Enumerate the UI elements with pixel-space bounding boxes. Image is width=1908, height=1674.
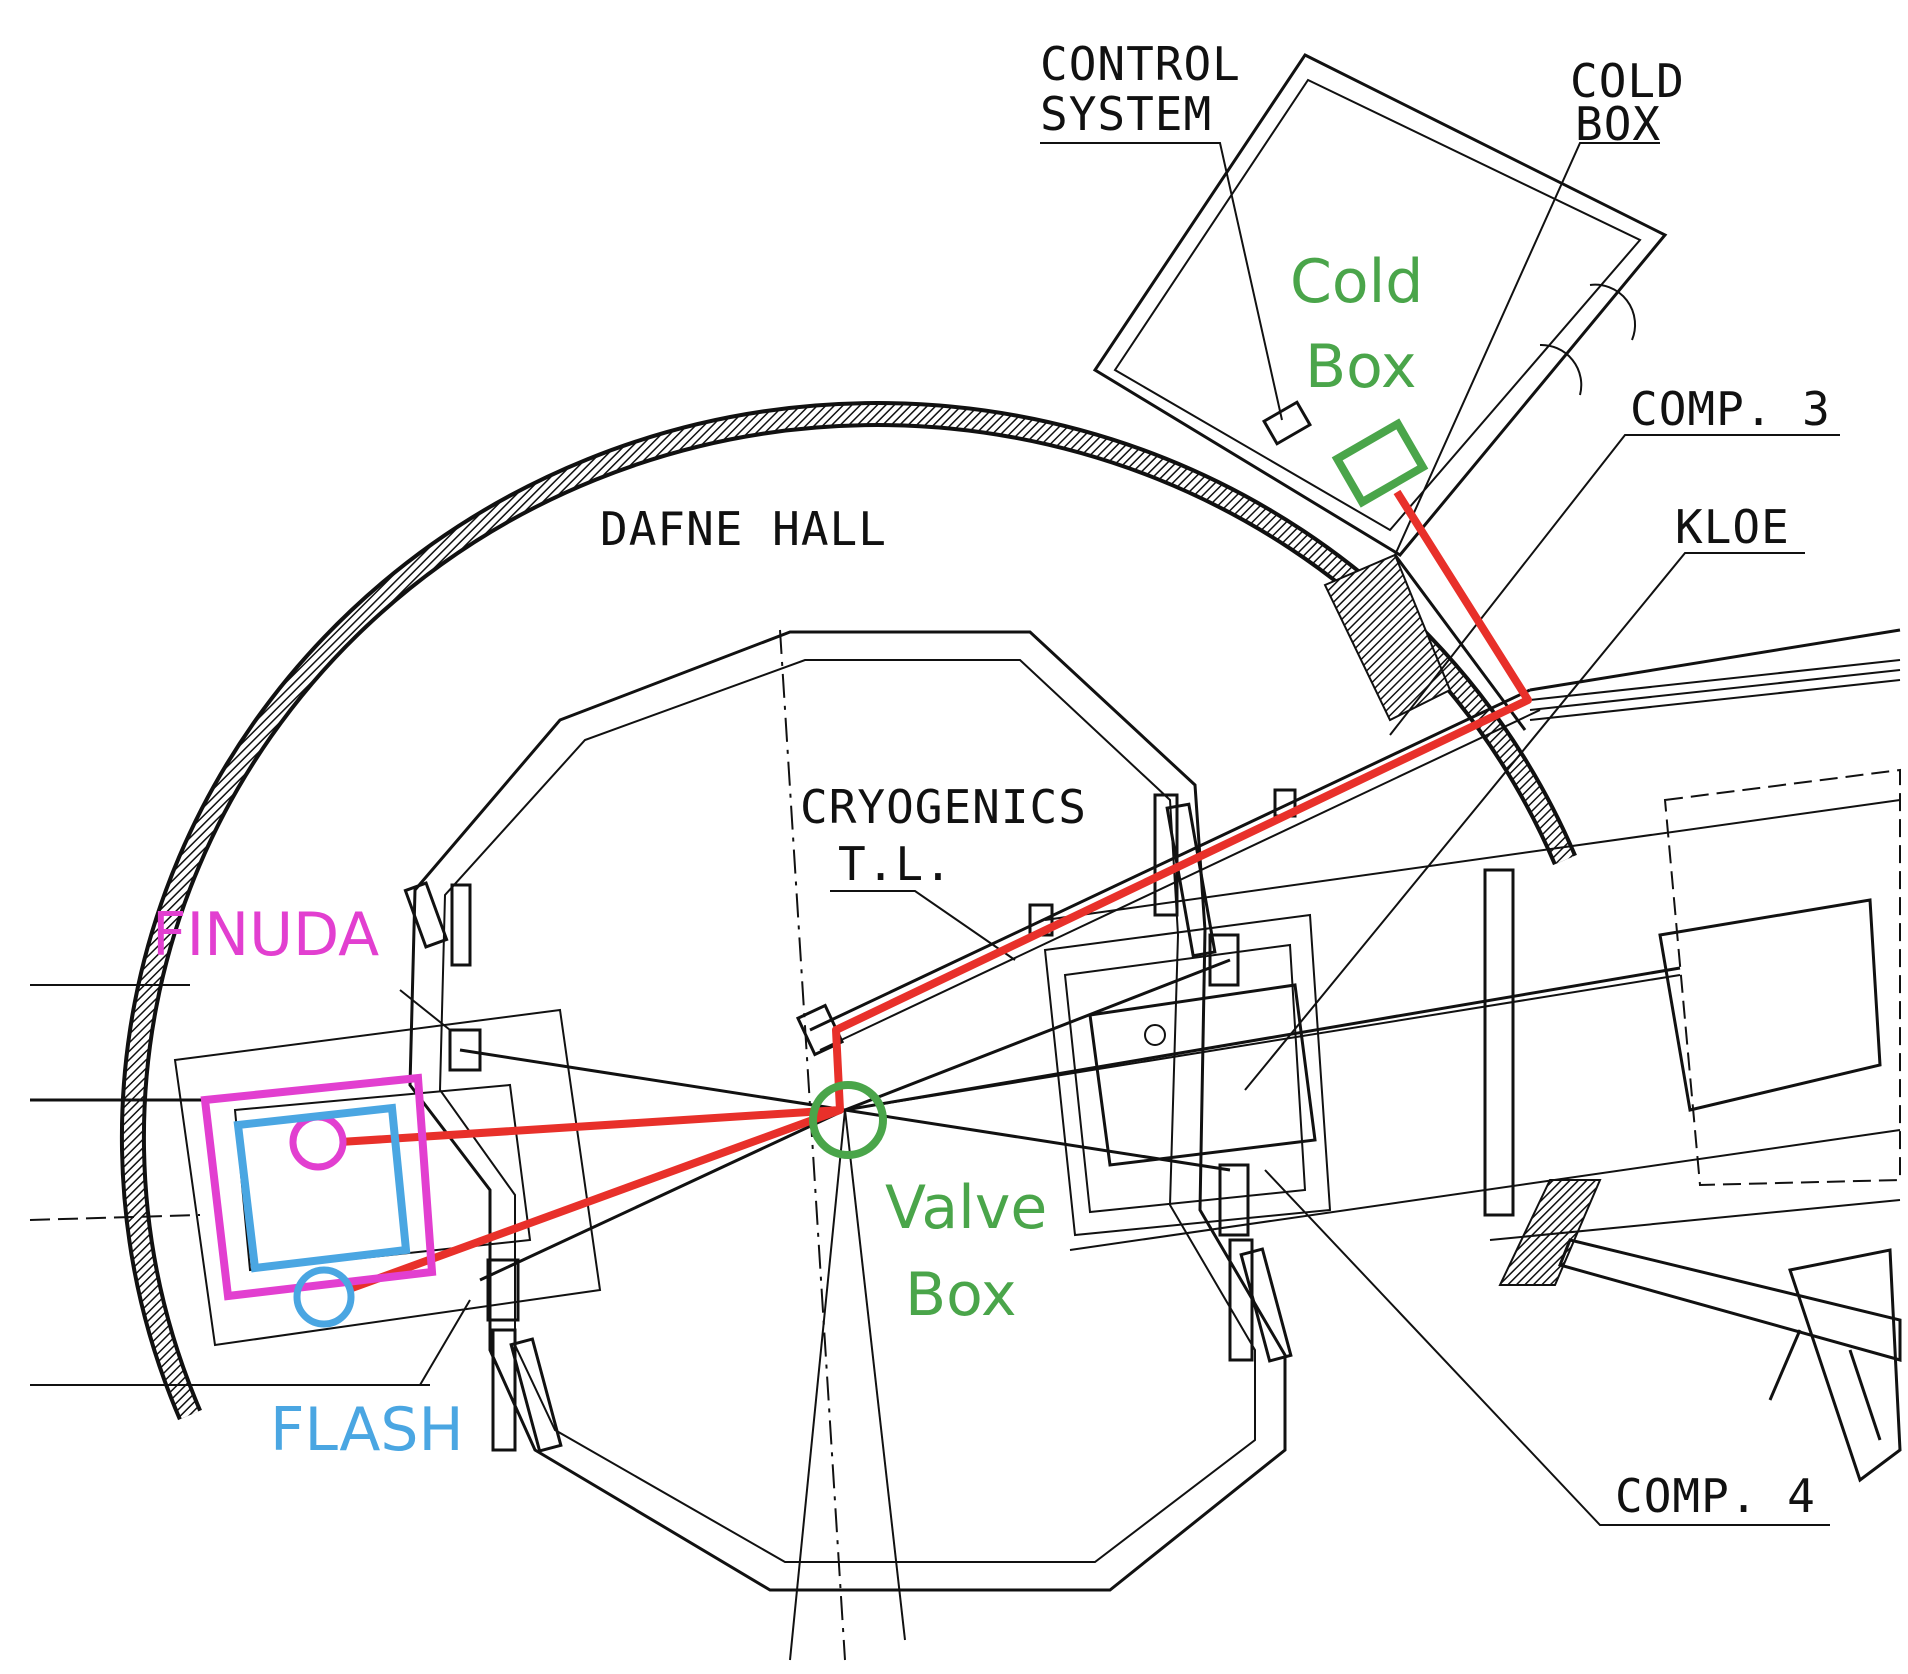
control-system-label-line1: CONTROL <box>1040 37 1241 91</box>
flash-frame <box>233 1103 411 1273</box>
beam-lines <box>29 629 1681 1661</box>
cryogenics-label-line1: CRYOGENICS <box>800 780 1087 834</box>
kloe-label: KLOE <box>1675 500 1790 554</box>
cryogenics-label-line2: T.L. <box>838 837 953 891</box>
valve-box-annotation-line2: Box <box>905 1260 1017 1330</box>
transfer-line-route <box>339 489 1532 1146</box>
hall-wall <box>120 401 1602 1421</box>
leader-lines <box>830 142 1840 1526</box>
finuda-hall-structure <box>173 989 602 1386</box>
support-legs <box>403 793 1293 1453</box>
dafne-hall-label: DAFNE HALL <box>600 502 887 556</box>
cryogenics-tl-drawing <box>795 554 1541 1057</box>
cold-box-annotation-line1: Cold <box>1290 247 1423 317</box>
cold-box-annotation-line2: Box <box>1305 332 1417 402</box>
flash-connection-circle <box>293 1266 355 1328</box>
finuda-connection-circle <box>289 1113 347 1171</box>
cold-box-label-line1: COLD <box>1570 54 1685 108</box>
comp3-label: COMP. 3 <box>1630 382 1831 436</box>
cold-box-marker <box>1331 418 1429 508</box>
valve-box-marker <box>809 1081 887 1159</box>
control-system-label-line2: SYSTEM <box>1040 87 1212 141</box>
flash-annotation: FLASH <box>270 1395 464 1465</box>
finuda-frame <box>200 1073 437 1301</box>
comp4-label: COMP. 4 <box>1615 1469 1816 1523</box>
kloe-structure <box>1043 628 1902 1483</box>
cold-box-label-line2: BOX <box>1575 97 1661 151</box>
finuda-annotation: FINUDA <box>152 900 379 970</box>
valve-box-annotation-line1: Valve <box>885 1173 1047 1243</box>
